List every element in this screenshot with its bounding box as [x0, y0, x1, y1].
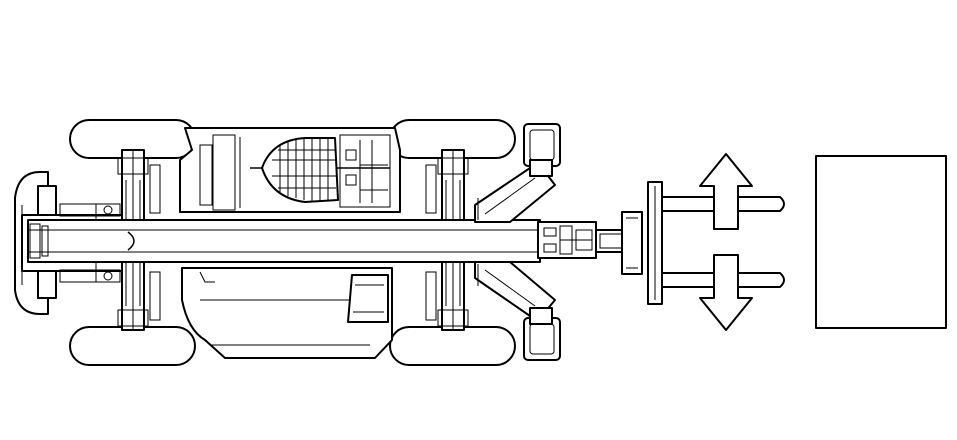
- fork-shift-arrows-icon: [699, 153, 753, 331]
- tyres: [69, 119, 516, 366]
- fork-carriage: [621, 181, 663, 305]
- arrow-down-icon: [699, 254, 753, 331]
- tyre-front-right: [389, 326, 516, 366]
- telescopic-boom: [27, 219, 541, 263]
- stabilizer-feet: [523, 123, 561, 361]
- operator-seat: [261, 137, 339, 203]
- load-box: [815, 155, 947, 329]
- forks: [661, 196, 785, 288]
- front-chassis: [474, 167, 556, 317]
- arrow-up-icon: [699, 153, 753, 230]
- tyre-rear-right: [69, 326, 196, 366]
- lower-body: [181, 267, 393, 359]
- side-vent: [347, 274, 389, 323]
